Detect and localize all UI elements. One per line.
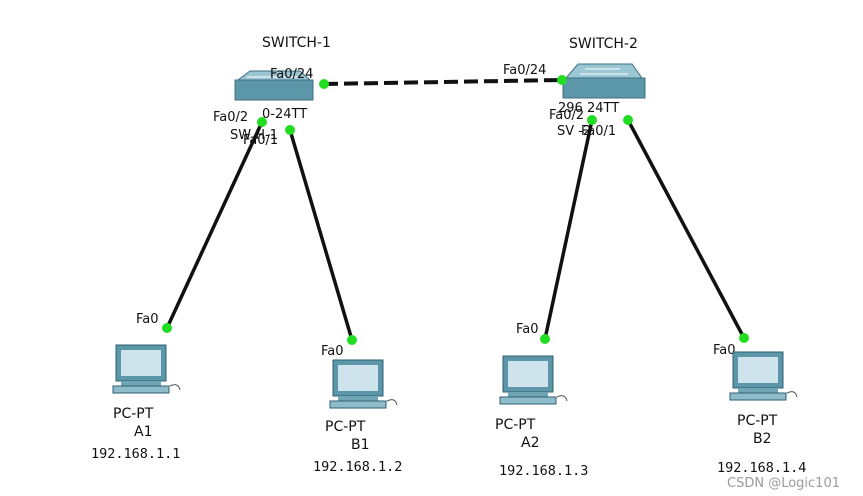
pc-b2-port-label: Fa0: [713, 343, 736, 358]
link-switch2-pc-a2[interactable]: [543, 119, 594, 340]
switch-2-port-fa0-1-indicator[interactable]: [623, 115, 633, 125]
pc-a2-name-label: A2: [521, 435, 539, 451]
switch-2-name-label: SV -2: [557, 124, 591, 139]
pc-a2-type-label: PC-PT: [495, 417, 536, 433]
pc-b1-ip-label: 192.168.1.2: [313, 459, 402, 475]
computer-icon: [112, 344, 181, 394]
pc-a1-ip-label: 192.168.1.1: [91, 446, 180, 462]
switch-icon: [562, 63, 646, 99]
switch-icon: [234, 70, 314, 101]
pc-a1-port-fa0-indicator[interactable]: [162, 323, 172, 333]
pc-b2-type-label: PC-PT: [737, 413, 778, 429]
switch-1-port-fa0-24-label: Fa0/24: [270, 67, 313, 82]
pc-b2[interactable]: Fa0 PC-PT B2 192.168.1.4: [713, 333, 806, 476]
switch-2-port-fa0-1-label: Fa0/1: [581, 124, 616, 139]
pc-b2-ip-label: 192.168.1.4: [717, 460, 806, 476]
pc-a1-port-label: Fa0: [136, 312, 159, 327]
switch-2-port-fa0-24-indicator[interactable]: [557, 75, 567, 85]
pc-a1-name-label: A1: [134, 424, 152, 440]
pc-a1-type-label: PC-PT: [113, 406, 154, 422]
link-switch2-pc-b2[interactable]: [626, 119, 746, 339]
pc-b1-name-label: B1: [351, 437, 370, 453]
trunk-link-switch1-switch2[interactable]: [323, 78, 563, 86]
link-switch1-pc-a1[interactable]: [165, 121, 264, 329]
pc-b2-name-label: B2: [753, 431, 772, 447]
switch-1-port-fa0-2-label: Fa0/2: [213, 110, 248, 125]
pc-b2-port-fa0-indicator[interactable]: [739, 333, 749, 343]
switch-1-port-fa0-1-label: Fa0/1: [243, 133, 278, 148]
switch-1[interactable]: SWITCH-1 0-24TT SW H-1 Fa0/24 Fa0/2 Fa0/…: [213, 35, 331, 148]
pc-a2[interactable]: Fa0 PC-PT A2 192.168.1.3: [495, 322, 588, 479]
pc-a2-port-label: Fa0: [516, 322, 539, 337]
pc-a2-port-fa0-indicator[interactable]: [540, 334, 550, 344]
link-switch1-pc-b1[interactable]: [288, 129, 354, 341]
switch-2-title: SWITCH-2: [569, 36, 638, 52]
pc-a1[interactable]: Fa0 PC-PT A1 192.168.1.1: [91, 312, 181, 462]
computer-icon: [499, 355, 568, 405]
switch-2-port-fa0-2-label: Fa0/2: [549, 108, 584, 123]
switch-1-port-fa0-24-indicator[interactable]: [319, 79, 329, 89]
pc-b1-port-fa0-indicator[interactable]: [347, 335, 357, 345]
switch-2-model-label: 296 24TT: [558, 101, 619, 116]
switch-1-name-label: SW H-1: [230, 128, 278, 143]
switch-1-port-fa0-1-indicator[interactable]: [285, 125, 295, 135]
switch-2-port-fa0-2-indicator[interactable]: [587, 115, 597, 125]
pc-b1-type-label: PC-PT: [325, 419, 366, 435]
pc-b1[interactable]: Fa0 PC-PT B1 192.168.1.2: [313, 335, 402, 475]
pc-a2-ip-label: 192.168.1.3: [499, 463, 588, 479]
watermark: CSDN @Logic101: [727, 476, 840, 491]
switch-1-port-fa0-2-indicator[interactable]: [257, 117, 267, 127]
pc-b1-port-label: Fa0: [321, 344, 344, 359]
switch-1-model-label: 0-24TT: [262, 107, 307, 122]
switch-2-port-fa0-24-label: Fa0/24: [503, 63, 546, 78]
switch-2[interactable]: SWITCH-2 296 24TT SV -2 Fa0/24 Fa0/2 Fa0…: [503, 36, 646, 139]
computer-icon: [329, 359, 398, 409]
computer-icon: [729, 351, 798, 401]
switch-1-title: SWITCH-1: [262, 35, 331, 51]
